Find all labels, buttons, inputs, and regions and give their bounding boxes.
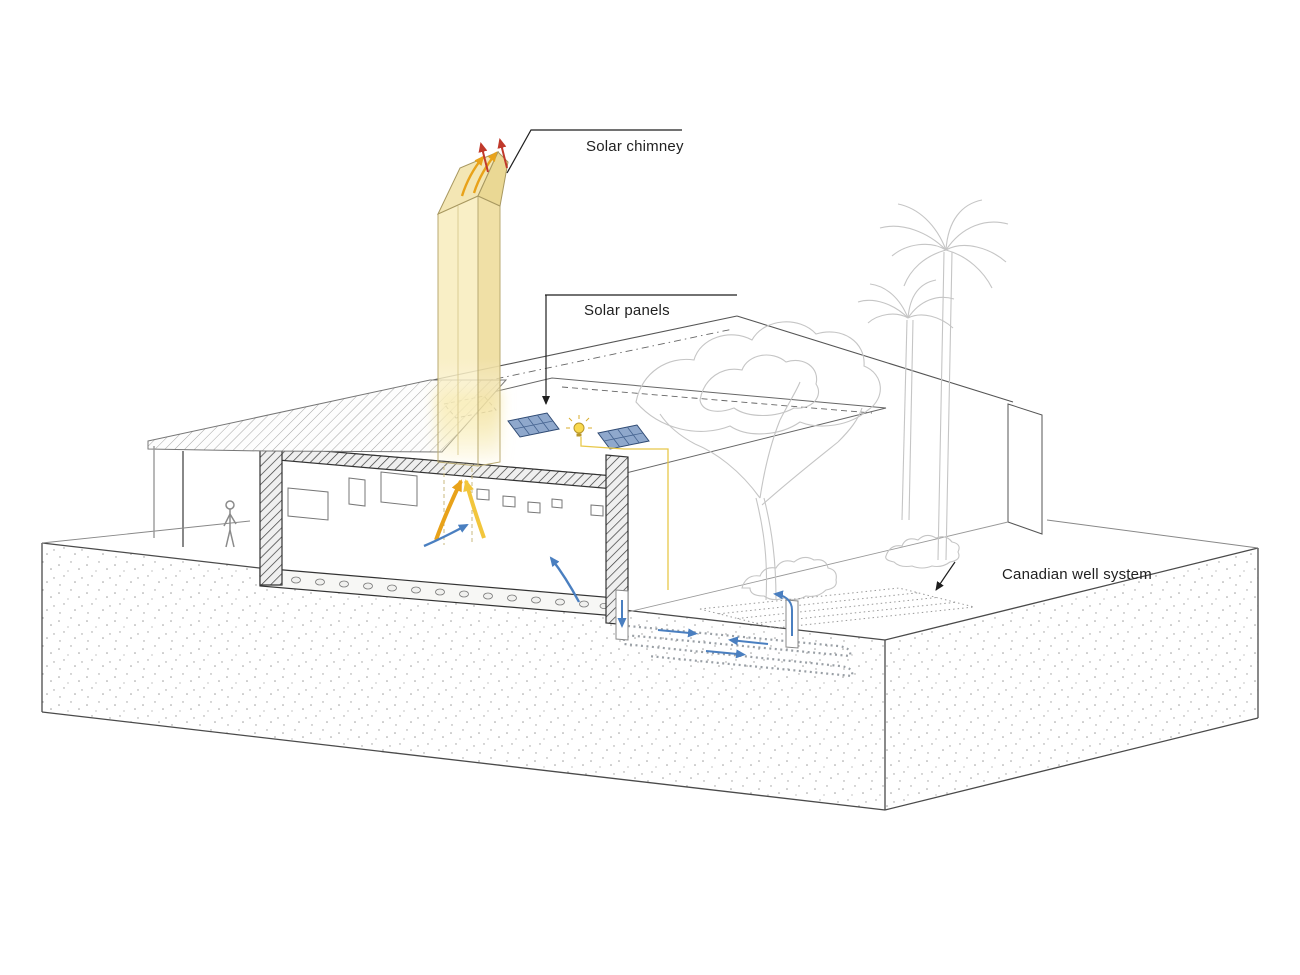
hot-air-exit-arrows	[460, 151, 498, 197]
lightbulb-icon	[566, 415, 592, 437]
pipe-flow-arrows	[617, 590, 793, 659]
cool-air-arrow	[423, 523, 469, 548]
tree-palm-tall	[879, 199, 1009, 561]
warm-air-rise-arrow	[463, 479, 486, 539]
cut-wall-left	[259, 429, 283, 586]
geothermal-pipes	[615, 587, 975, 678]
hot-air-rise-arrow	[434, 479, 463, 541]
airflow-arrows	[423, 479, 581, 603]
solar-panel	[597, 424, 650, 450]
leader-lines	[506, 129, 956, 591]
leader-arrow-canadian-well	[935, 561, 956, 591]
leader-solar-chimney	[506, 129, 682, 174]
tree-palm-small	[857, 279, 955, 521]
trees	[635, 199, 1009, 601]
solar-panels	[507, 412, 669, 590]
tree-acacia	[635, 321, 881, 601]
bush	[885, 534, 960, 569]
solar-chimney	[436, 138, 509, 467]
label-canadian-well: Canadian well system	[1002, 566, 1152, 583]
electric-conduit	[580, 437, 669, 590]
well-field-outline	[699, 587, 975, 629]
solar-panel	[507, 412, 560, 438]
right-end-wall	[1007, 403, 1043, 535]
cool-air-inlet-arrow	[549, 556, 581, 603]
building-section	[147, 315, 1043, 626]
label-solar-chimney: Solar chimney	[586, 138, 684, 155]
interior-wall-frames	[287, 471, 604, 521]
exhaust-arrows	[478, 138, 508, 173]
label-solar-panels: Solar panels	[584, 302, 670, 319]
serpentine-pipe	[622, 624, 854, 678]
human-figure	[223, 500, 237, 548]
ground-block	[41, 451, 1259, 811]
